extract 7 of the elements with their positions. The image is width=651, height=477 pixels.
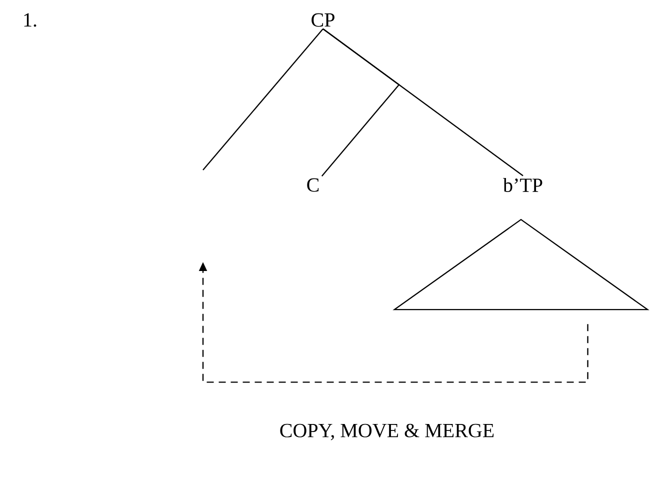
phrase-label: b’TP <box>503 178 542 192</box>
tree-branch <box>322 28 524 176</box>
phrase-label: CP <box>312 13 334 27</box>
edge-label: COPY, MOVE & MERGE <box>277 422 497 442</box>
example-number: 1. <box>24 13 36 27</box>
head-label: C <box>307 178 319 192</box>
tree-branch <box>202 28 324 170</box>
